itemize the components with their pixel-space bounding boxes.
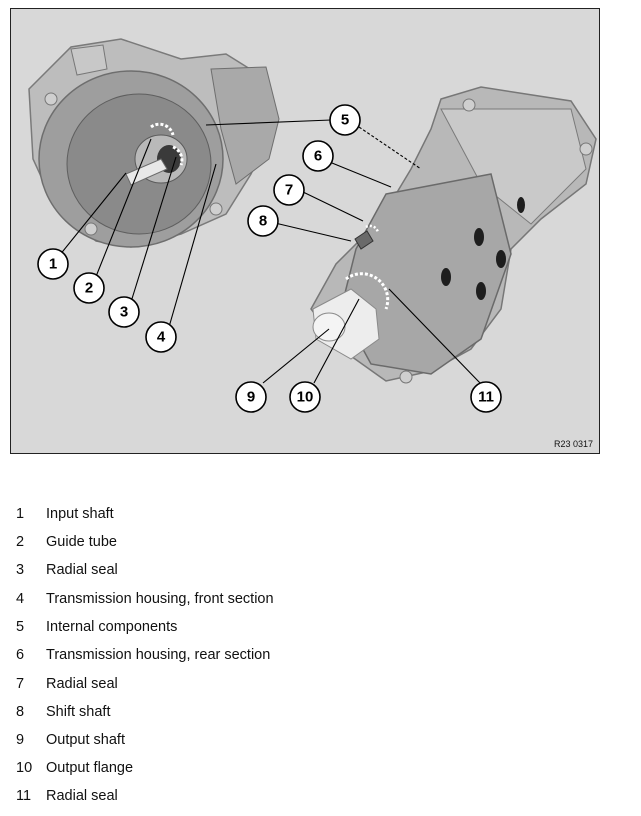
callout-10: 10 xyxy=(289,381,321,413)
svg-text:4: 4 xyxy=(157,329,166,346)
callout-4: 4 xyxy=(145,321,177,353)
legend-label: Radial seal xyxy=(46,788,118,804)
leader-lines xyxy=(58,119,482,385)
legend-label: Transmission housing, front section xyxy=(46,591,274,607)
callout-8: 8 xyxy=(247,205,279,237)
svg-text:1: 1 xyxy=(49,256,57,273)
legend-number: 10 xyxy=(16,760,33,776)
legend-label: Internal components xyxy=(46,619,178,635)
legend-label: Input shaft xyxy=(46,506,114,522)
legend-label: Radial seal xyxy=(46,562,118,578)
callout-2: 2 xyxy=(73,272,105,304)
svg-text:9: 9 xyxy=(247,389,255,406)
callout-11: 11 xyxy=(470,381,502,413)
svg-text:7: 7 xyxy=(285,182,293,199)
rear-housing-illustration xyxy=(310,86,597,384)
callout-1: 1 xyxy=(37,248,69,280)
figure-reference-code: R23 0317 xyxy=(553,439,593,449)
legend-number: 8 xyxy=(16,704,25,720)
svg-text:10: 10 xyxy=(297,389,314,406)
svg-text:2: 2 xyxy=(85,280,93,297)
legend-number: 4 xyxy=(16,591,25,607)
svg-text:5: 5 xyxy=(341,112,349,129)
legend-number: 3 xyxy=(16,562,25,578)
legend-label: Guide tube xyxy=(46,534,117,550)
legend-number: 5 xyxy=(16,619,25,635)
diagram-canvas: 1 2 3 4 5 6 7 8 xyxy=(28,38,597,413)
svg-text:6: 6 xyxy=(314,148,322,165)
legend-number: 9 xyxy=(16,732,25,748)
legend-number: 6 xyxy=(16,647,25,663)
front-housing-illustration xyxy=(28,38,280,248)
callout-7: 7 xyxy=(273,174,305,206)
legend-label: Shift shaft xyxy=(46,704,111,720)
legend-number: 11 xyxy=(16,788,32,804)
callout-3: 3 xyxy=(108,296,140,328)
transmission-diagram: 1 2 3 4 5 6 7 8 xyxy=(10,8,600,454)
svg-text:8: 8 xyxy=(259,213,267,230)
callout-5: 5 xyxy=(329,104,361,136)
legend-number: 7 xyxy=(16,676,25,692)
legend-label: Radial seal xyxy=(46,676,118,692)
callout-6: 6 xyxy=(302,140,334,172)
legend-label: Output shaft xyxy=(46,732,125,748)
legend-number: 1 xyxy=(16,506,25,522)
legend-number: 2 xyxy=(16,534,25,550)
legend-label: Transmission housing, rear section xyxy=(46,647,271,663)
svg-text:11: 11 xyxy=(478,389,494,406)
legend-label: Output flange xyxy=(46,760,134,776)
svg-text:3: 3 xyxy=(120,304,128,321)
callout-9: 9 xyxy=(235,381,267,413)
